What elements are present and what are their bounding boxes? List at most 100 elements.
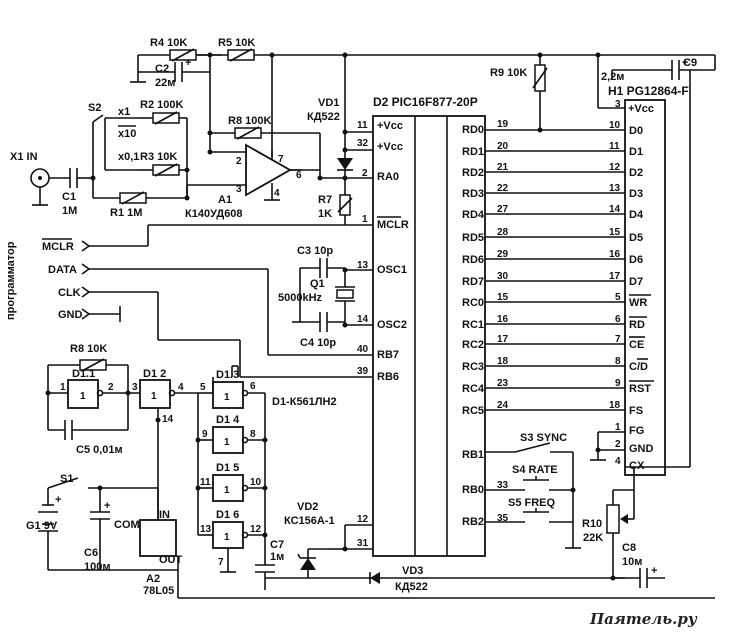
lcd-pin-label: D1 <box>629 146 643 158</box>
prog-mclr: MCLR <box>42 241 74 253</box>
lcd-pin-num: 3 <box>615 99 621 110</box>
mcu-pin-label: RC0 <box>462 297 484 309</box>
programmer-title: программатор <box>5 241 17 320</box>
lcd-pin-label: D0 <box>629 125 643 137</box>
svg-text:S2: S2 <box>88 102 101 114</box>
mcu-pin-num: 15 <box>497 292 509 303</box>
svg-text:11: 11 <box>200 477 211 488</box>
svg-text:C5 0,01м: C5 0,01м <box>76 444 123 456</box>
svg-text:R2 100K: R2 100K <box>140 99 183 111</box>
mcu-pin-num: 16 <box>497 314 509 325</box>
mcu-pin-label: RC1 <box>462 319 484 331</box>
svg-text:OUT: OUT <box>159 554 183 566</box>
mcu-pin-label: OSC2 <box>377 319 407 331</box>
svg-text:C8: C8 <box>622 542 636 554</box>
svg-text:1м: 1м <box>270 551 284 563</box>
mcu-pin-num: 24 <box>497 400 509 411</box>
mcu-pin-label: RD7 <box>462 276 484 288</box>
svg-text:IN: IN <box>159 509 170 521</box>
lcd-pin-num: 14 <box>609 204 621 215</box>
svg-text:x1: x1 <box>118 106 130 118</box>
lcd-pin-num: 18 <box>609 400 621 411</box>
mcu-pin-label: RB6 <box>377 371 399 383</box>
mcu-pin-label: RC4 <box>462 383 485 395</box>
lcd-pin-num: 16 <box>609 249 621 260</box>
mcu-pin-num: 33 <box>497 480 509 491</box>
diode-vd3: VD3 КД522 <box>369 565 625 593</box>
switches: S3 SYNC S4 RATE S5 FREQ <box>485 431 625 549</box>
mcu-left-pin-wires <box>345 131 373 550</box>
svg-text:VD2: VD2 <box>297 501 318 513</box>
svg-text:A2: A2 <box>146 573 160 585</box>
lcd-pin-label: D5 <box>629 232 643 244</box>
svg-text:R9 10K: R9 10K <box>490 67 527 79</box>
mcu-pin-label: RD5 <box>462 232 484 244</box>
svg-text:+: + <box>651 565 657 577</box>
svg-text:12: 12 <box>250 524 262 535</box>
lcd-pin-num: 11 <box>609 141 620 152</box>
lcd-pin-label: D3 <box>629 188 643 200</box>
mcu-pin-num: 11 <box>357 120 368 131</box>
prog-clk: CLK <box>58 287 81 299</box>
svg-text:8: 8 <box>250 429 256 440</box>
mcu-pin-num: 40 <box>357 344 369 355</box>
svg-text:7: 7 <box>218 557 224 568</box>
svg-text:13: 13 <box>200 524 212 535</box>
lcd-pin-label: D4 <box>629 209 644 221</box>
lcd-pin-label: D6 <box>629 254 643 266</box>
mcu-pin-label: +Vcc <box>377 141 403 153</box>
mcu-pin-label: +Vcc <box>377 120 403 132</box>
mcu-pin-label: RD3 <box>462 188 484 200</box>
svg-text:1: 1 <box>224 392 230 403</box>
mcu-pin-num: 17 <box>497 334 509 345</box>
mcu-pin-num: 39 <box>357 366 369 377</box>
svg-text:D1-К561ЛН2: D1-К561ЛН2 <box>272 396 337 408</box>
svg-text:D1 6: D1 6 <box>216 509 239 521</box>
svg-text:x0,1: x0,1 <box>118 151 139 163</box>
svg-text:C2: C2 <box>155 63 169 75</box>
svg-text:VD3: VD3 <box>402 565 423 577</box>
svg-text:R1 1M: R1 1M <box>110 207 142 219</box>
oscillator: C3 10p Q1 5000kHz C4 10p <box>278 245 355 349</box>
svg-text:2: 2 <box>108 382 114 393</box>
svg-text:C6: C6 <box>84 547 98 559</box>
opamp-a1: 2 3 7 6 4 A1 К140УД608 <box>185 133 345 220</box>
svg-text:R3 10K: R3 10K <box>140 151 177 163</box>
mcu-pin-num: 22 <box>497 183 509 194</box>
svg-text:КД522: КД522 <box>307 111 340 123</box>
capacitor-c9: C9 2,2м + <box>601 57 715 83</box>
resistor-r9: R9 10K <box>490 64 548 92</box>
mcu-d2: D2 PIC16F877-20P <box>372 95 486 557</box>
svg-text:7: 7 <box>278 154 284 165</box>
lcd-pin-label: GND <box>629 443 654 455</box>
svg-text:R8 100K: R8 100K <box>228 115 271 127</box>
lcd-pin-num: 4 <box>615 456 621 467</box>
mcu-pin-num: 20 <box>497 141 509 152</box>
svg-text:14: 14 <box>162 414 174 425</box>
gate-buffers: 1 D1.3 5 6 D1-К561ЛН2 1 D1 4 9 8 1 D1 5 … <box>195 365 337 573</box>
svg-text:2: 2 <box>236 156 242 167</box>
svg-text:x10: x10 <box>118 128 136 140</box>
prog-data: DATA <box>48 264 77 276</box>
lcd-pin-num: 5 <box>615 292 621 303</box>
svg-text:D1 2: D1 2 <box>143 368 166 380</box>
watermark: Паятель.ру <box>589 610 698 628</box>
svg-text:A1: A1 <box>218 194 232 206</box>
svg-text:1K: 1K <box>318 208 332 220</box>
svg-text:4: 4 <box>274 188 280 199</box>
gate-oscillator: R8 10K 1 D1.1 1 2 1 D1 2 3 4 14 C5 <box>45 343 198 520</box>
mcu-pin-num: 13 <box>357 260 369 271</box>
capacitor-c2: C2 22м + <box>130 57 210 89</box>
lcd-pin-num: 1 <box>615 422 621 433</box>
data-bus <box>485 55 625 411</box>
lcd-pin-label: +Vcc <box>628 103 654 115</box>
svg-text:1M: 1M <box>62 205 77 217</box>
resistor-r4: R4 10K <box>137 37 222 72</box>
mcu-pin-num: 12 <box>357 514 369 525</box>
svg-text:10м: 10м <box>622 556 642 568</box>
lcd-pin-num: 15 <box>609 227 621 238</box>
svg-text:3: 3 <box>236 184 242 195</box>
svg-text:78L05: 78L05 <box>143 585 174 597</box>
svg-text:1: 1 <box>224 485 230 496</box>
